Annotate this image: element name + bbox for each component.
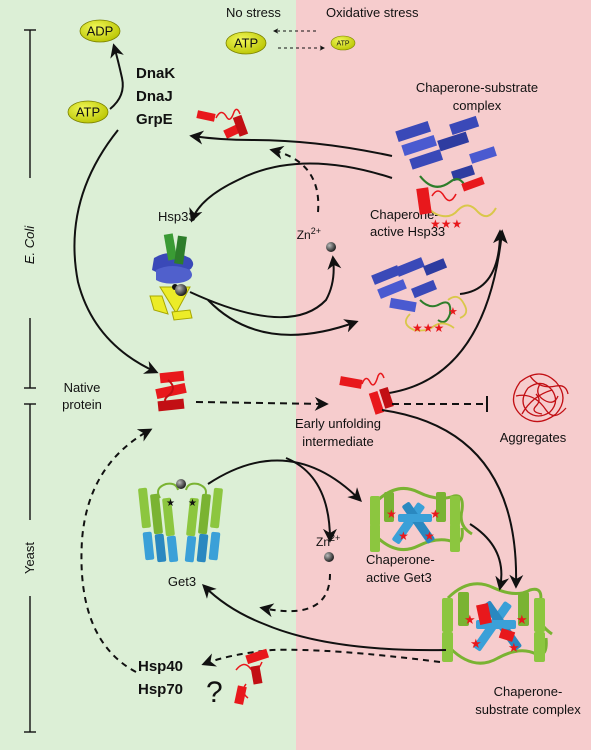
hsp33-structure xyxy=(149,233,194,321)
svg-text:★: ★ xyxy=(470,637,482,652)
aggregates-structure xyxy=(512,373,569,423)
oxidative-stress-label: Oxidative stress xyxy=(326,5,419,20)
zn-label-ecoli: Zn2+ xyxy=(297,226,321,242)
substrate-complex-yeast-label-2: substrate complex xyxy=(475,702,581,717)
get3-to-zn-arrow xyxy=(285,457,337,543)
ecoli-label: E. Coli xyxy=(22,225,37,264)
svg-text:★: ★ xyxy=(516,613,528,628)
svg-text:ATP: ATP xyxy=(336,41,349,48)
svg-text:★: ★ xyxy=(188,498,197,509)
svg-text:★: ★ xyxy=(448,305,458,318)
native-protein-label: Native xyxy=(64,380,101,395)
native-to-intermediate-dashed-arrow xyxy=(195,396,329,411)
zn-ion-yeast xyxy=(324,552,334,562)
grpe-label: GrpE xyxy=(136,111,173,128)
early-unfolding-label: Early unfolding xyxy=(295,416,381,431)
aggregates-label: Aggregates xyxy=(500,430,567,445)
released-substrate-protein xyxy=(196,108,249,139)
substrate-complex-ecoli-label: Chaperone-substrate xyxy=(416,80,538,95)
svg-text:ADP: ADP xyxy=(87,24,114,39)
early-unfolding-label-2: intermediate xyxy=(302,434,374,449)
atp-pill-top: ATP xyxy=(225,31,267,55)
active-hsp33-structure: ★★★ ★ xyxy=(371,257,468,335)
svg-text:★: ★ xyxy=(508,641,520,656)
hsp70-label: Hsp70 xyxy=(138,681,183,698)
hsp40-to-native-dashed-arrow xyxy=(80,428,153,673)
svg-text:★★★: ★★★ xyxy=(430,217,462,231)
get3-substrate-complex-structure: ★ ★ ★ ★ xyxy=(442,582,553,665)
substrate-complex-ecoli-label-2: complex xyxy=(453,98,502,113)
complex-to-hsp33-arrow xyxy=(189,162,393,223)
native-protein-label-2: protein xyxy=(62,397,102,412)
no-stress-label: No stress xyxy=(226,5,281,20)
unfolding-intermediate-structure xyxy=(339,372,394,415)
ecoli-bracket xyxy=(24,29,36,389)
hsp33-to-zn-arrow xyxy=(189,255,342,319)
svg-text:★: ★ xyxy=(166,498,175,509)
get3-structure: ★ ★ xyxy=(138,479,223,563)
question-mark: ? xyxy=(206,676,223,709)
chaperone-active-get3-label-2: active Get3 xyxy=(366,570,432,585)
intermediate-to-get3-complex-arrow xyxy=(381,409,524,589)
svg-text:★: ★ xyxy=(386,507,397,521)
hsp33-label: Hsp33 xyxy=(158,209,196,224)
zn-return-dashed-arrow-yeast xyxy=(259,573,331,618)
dnaj-label: DnaJ xyxy=(136,88,173,105)
hsp40-label: Hsp40 xyxy=(138,658,183,675)
svg-text:ATP: ATP xyxy=(234,36,258,51)
zn-ion-ecoli xyxy=(326,242,336,252)
svg-text:★: ★ xyxy=(464,613,476,628)
native-protein-structure xyxy=(155,370,187,412)
atp-pill-small: ATP xyxy=(330,35,356,51)
svg-text:★★★: ★★★ xyxy=(412,321,444,335)
get3-to-active-arrow xyxy=(207,459,362,502)
get3-label: Get3 xyxy=(168,574,196,589)
atp-pill-left: ATP xyxy=(67,100,109,124)
hsp33-to-active-arrow xyxy=(207,299,359,336)
svg-text:★: ★ xyxy=(430,507,441,521)
dnak-label: DnaK xyxy=(136,65,175,82)
yeast-bracket xyxy=(24,403,36,733)
no-stress-region xyxy=(0,0,296,750)
atp-to-adp-arrow xyxy=(109,43,124,110)
dnak-to-native-arrow xyxy=(73,129,159,374)
svg-text:★: ★ xyxy=(398,529,409,543)
chaperone-active-get3-label: Chaperone- xyxy=(366,552,435,567)
hsp33-substrate-complex-structure: ★★★ xyxy=(395,115,497,231)
substrate-near-hsp40 xyxy=(234,648,270,705)
svg-text:★: ★ xyxy=(424,529,435,543)
intermediate-to-complex-arrow xyxy=(381,229,508,395)
complex-to-hsp40-dashed-arrow xyxy=(201,648,441,667)
complex-to-dnak-arrow xyxy=(189,130,393,157)
chaperone-active-hsp33-label-2: active Hsp33 xyxy=(370,224,445,239)
yeast-label: Yeast xyxy=(22,542,37,574)
active-get3-to-complex-arrow xyxy=(469,523,510,591)
adp-pill: ADP xyxy=(79,19,121,43)
substrate-complex-yeast-label: Chaperone- xyxy=(494,684,563,699)
get3-complex-to-get3-arrow xyxy=(202,584,447,652)
active-get3-structure: ★ ★ ★ ★ xyxy=(370,486,473,552)
svg-text:ATP: ATP xyxy=(76,105,100,120)
